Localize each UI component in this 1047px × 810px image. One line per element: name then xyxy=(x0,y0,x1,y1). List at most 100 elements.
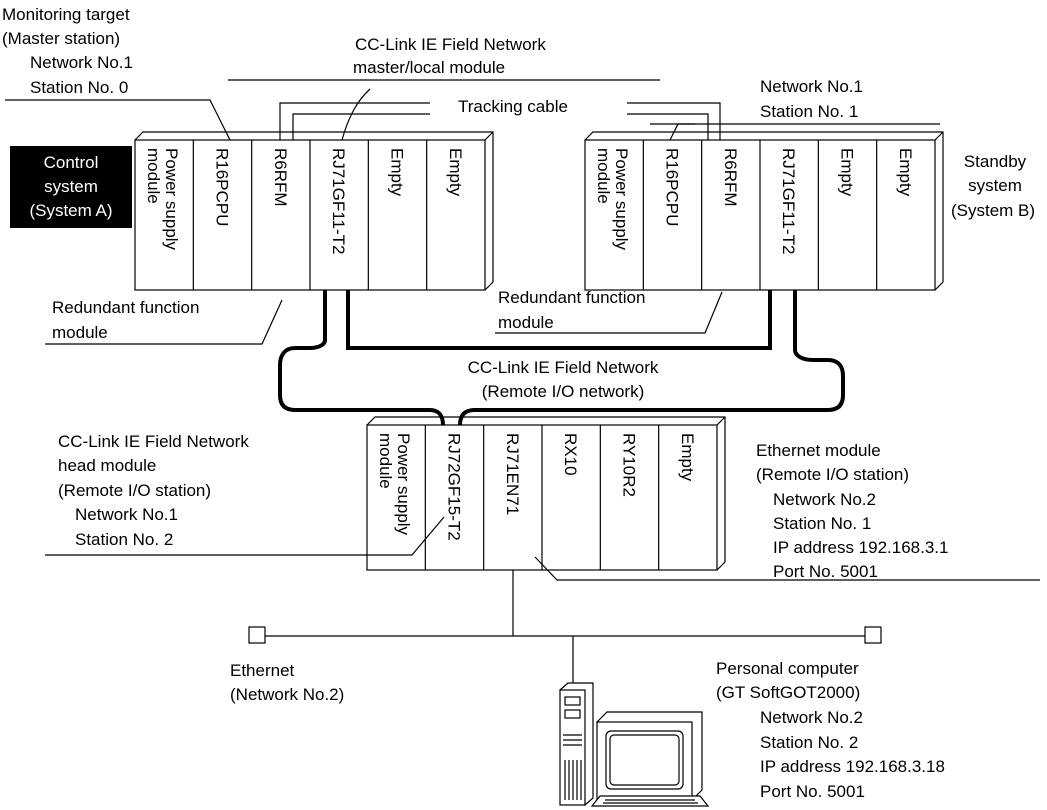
svg-text:system: system xyxy=(44,177,98,196)
rack-b-module-4: Empty xyxy=(838,148,857,197)
rack-b-module-5: Empty xyxy=(896,148,915,197)
rack-c-module-3: RX10 xyxy=(561,433,580,476)
ethernet-module-line-5: IP address 192.168.3.1 xyxy=(773,538,949,557)
cclink-network-line-2: (Remote I/O network) xyxy=(482,382,645,401)
master-local-line-1: CC-Link IE Field Network xyxy=(355,35,546,54)
rack-remote-io-station xyxy=(366,416,726,571)
control-system-label-2: system xyxy=(44,177,98,196)
rack-c-module-0-label: module xyxy=(376,433,395,489)
redundant-function-label-a: Redundant function module xyxy=(52,298,199,342)
monitoring-target-line-4: Station No. 0 xyxy=(30,78,128,97)
pc-line-5: IP address 192.168.3.18 xyxy=(760,757,945,776)
standby-system-line-2: system xyxy=(968,176,1022,195)
rack-b-module-2: R6RFM xyxy=(721,148,740,207)
rack-b-module-2-label: R6RFM xyxy=(721,148,740,207)
rack-control-system xyxy=(134,131,494,291)
monitoring-target-line-2: (Master station) xyxy=(2,29,120,48)
monitoring-target-line-1: Monitoring target xyxy=(2,5,130,24)
control-system-label-1: Control xyxy=(44,153,99,172)
ethernet-terminator-icon xyxy=(864,626,882,644)
master-local-module-label: CC-Link IE Field Network master/local mo… xyxy=(353,35,546,77)
rack-a-module-4-label: Empty xyxy=(388,148,407,197)
ethernet-line-2: (Network No.2) xyxy=(230,685,344,704)
personal-computer-label: Personal computer (GT SoftGOT2000) Netwo… xyxy=(716,659,945,801)
ethernet-label: Ethernet (Network No.2) xyxy=(230,661,344,704)
rack-a-module-2: R6RFM xyxy=(271,148,290,207)
redundant-function-label-b: Redundant function module xyxy=(498,288,645,332)
ethernet-terminator-icon xyxy=(248,626,266,644)
ethernet-module-line-3: Network No.2 xyxy=(773,490,876,509)
rack-a-module-0-label: module xyxy=(144,148,163,204)
rack-b-module-3: RJ71GF11-T2 xyxy=(779,148,798,254)
head-module-line-3: (Remote I/O station) xyxy=(58,481,211,500)
rack-b-module-0-label: module xyxy=(594,148,613,204)
rack-a-module-5: Empty xyxy=(446,148,465,197)
head-module-line-5: Station No. 2 xyxy=(75,530,173,549)
rack-b-module-0-label: Power supply xyxy=(612,148,631,251)
redundant-b-line-1: Redundant function xyxy=(498,288,645,307)
standby-system-line-1: Standby xyxy=(964,152,1027,171)
cclink-network-label: CC-Link IE Field Network (Remote I/O net… xyxy=(468,358,659,401)
rack-c-module-1: RJ72GF15-T2 xyxy=(445,433,464,541)
ethernet-module-line-2: (Remote I/O station) xyxy=(756,465,909,484)
network-cable xyxy=(278,290,845,426)
rack-c-module-3-label: RX10 xyxy=(561,433,580,476)
rack-b-module-5-label: Empty xyxy=(896,148,915,197)
redundant-a-line-1: Redundant function xyxy=(52,298,199,317)
svg-text:(System A): (System A) xyxy=(29,201,112,220)
standby-system-label: Standby system (System B) xyxy=(951,152,1035,220)
rack-c-module-2: RJ71EN71 xyxy=(503,433,522,515)
rack-c-module-2-label: RJ71EN71 xyxy=(503,433,522,515)
head-module-line-4: Network No.1 xyxy=(75,505,178,524)
personal-computer-icon xyxy=(559,682,710,807)
ethernet-line-1: Ethernet xyxy=(230,661,295,680)
leader-lines xyxy=(5,79,1040,581)
ethernet-module-line-4: Station No. 1 xyxy=(773,514,871,533)
cclink-network-line-1: CC-Link IE Field Network xyxy=(468,358,659,377)
rack-b-module-3-label: RJ71GF11-T2 xyxy=(779,148,798,254)
rack-b-module-4-label: Empty xyxy=(838,148,857,197)
rack-c-module-1-label: RJ72GF15-T2 xyxy=(445,433,464,541)
pc-line-4: Station No. 2 xyxy=(760,733,858,752)
rack-b-module-1: R16PCPU xyxy=(663,148,682,226)
rack-a-module-1: R16PCPU xyxy=(213,148,232,226)
rack-c-module-5: Empty xyxy=(678,433,697,482)
rack-c-module-4-label: RY10R2 xyxy=(620,433,639,497)
ethernet-module-line-6: Port No. 5001 xyxy=(773,562,878,581)
tracking-cable-label: Tracking cable xyxy=(458,97,568,116)
rack-a-module-3: RJ71GF11-T2 xyxy=(329,148,348,254)
rack-c-module-4: RY10R2 xyxy=(620,433,639,497)
rack-b-module-1-label: R16PCPU xyxy=(663,148,682,226)
rack-a-module-1-label: R16PCPU xyxy=(213,148,232,226)
standby-network-line-2: Station No. 1 xyxy=(760,102,858,121)
rack-a-module-3-label: RJ71GF11-T2 xyxy=(329,148,348,254)
pc-line-2: (GT SoftGOT2000) xyxy=(716,683,860,702)
control-system-label-3: (System A) xyxy=(29,201,112,220)
standby-system-line-3: (System B) xyxy=(951,201,1035,220)
pc-line-3: Network No.2 xyxy=(760,708,863,727)
head-module-line-1: CC-Link IE Field Network xyxy=(58,432,249,451)
rack-a-module-5-label: Empty xyxy=(446,148,465,197)
rack-a-module-4: Empty xyxy=(388,148,407,197)
control-system-badge: Control system (System A) xyxy=(10,146,132,228)
ethernet-module-line-1: Ethernet module xyxy=(756,441,881,460)
standby-network-label: Network No.1 Station No. 1 xyxy=(760,77,863,121)
rack-a-module-0-label: Power supply xyxy=(162,148,181,251)
standby-network-line-1: Network No.1 xyxy=(760,77,863,96)
head-module-label: CC-Link IE Field Network head module (Re… xyxy=(58,432,249,549)
pc-line-6: Port No. 5001 xyxy=(760,782,865,801)
ethernet-module-label: Ethernet module (Remote I/O station) Net… xyxy=(756,441,949,581)
rack-a-module-2-label: R6RFM xyxy=(271,148,290,207)
rack-c-module-5-label: Empty xyxy=(678,433,697,482)
master-local-line-2: master/local module xyxy=(353,58,505,77)
monitoring-target-line-3: Network No.1 xyxy=(30,53,133,72)
rack-c-module-0-label: Power supply xyxy=(394,433,413,536)
redundant-a-line-2: module xyxy=(52,323,108,342)
tracking-cable xyxy=(279,102,721,140)
pc-line-1: Personal computer xyxy=(716,659,859,678)
